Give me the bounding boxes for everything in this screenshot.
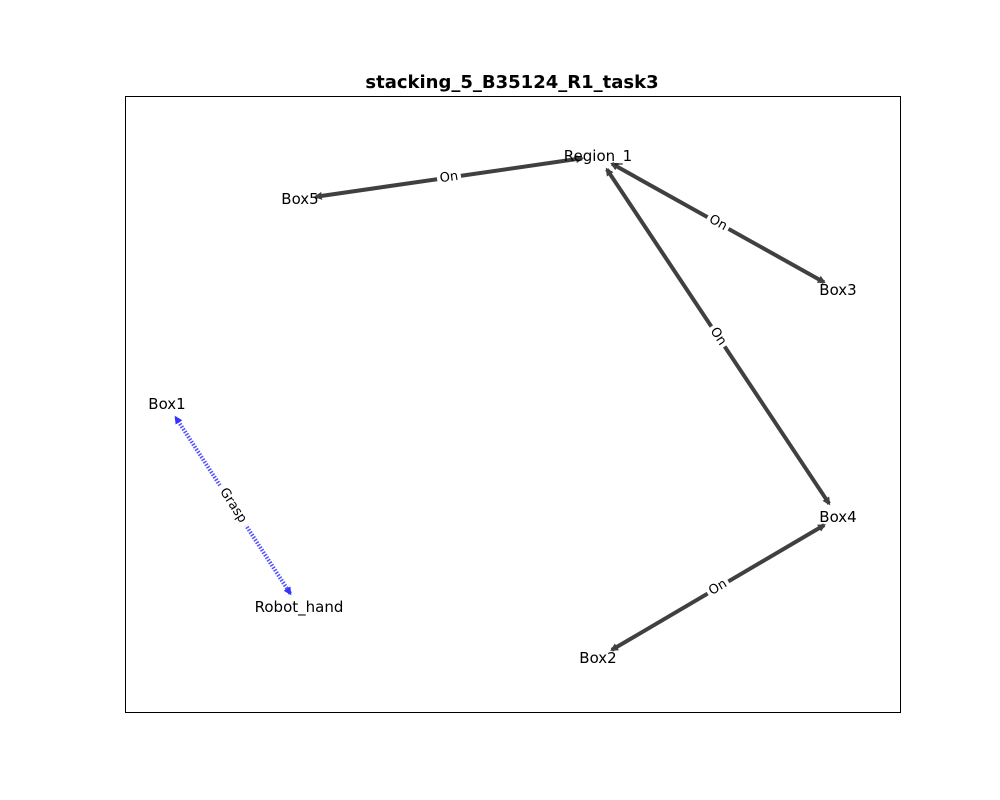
node-box2: Box2: [579, 649, 616, 667]
node-robot-hand: Robot_hand: [255, 598, 344, 617]
edge-label-background: [703, 321, 733, 352]
edge-box2-to-box4: On: [610, 523, 826, 652]
node-box5: Box5: [281, 190, 318, 208]
node-box3: Box3: [819, 281, 856, 299]
edge-label: On: [439, 169, 459, 186]
node-box1: Box1: [148, 395, 185, 413]
edge-label-background: [212, 480, 254, 531]
edge-label-group: Grasp: [212, 480, 254, 531]
edge-box5-to-region-1: On: [313, 155, 585, 200]
figure-title: stacking_5_B35124_R1_task3: [365, 72, 658, 93]
edge-label-group: On: [703, 209, 733, 237]
edge-label-group: On: [703, 573, 733, 602]
edge-label-group: On: [435, 166, 463, 189]
edge-box4-to-region-1: On: [605, 167, 831, 506]
edge-robot-hand-to-box1: Grasp: [174, 415, 292, 596]
edge-label-background: [703, 573, 733, 602]
edge-label-background: [435, 166, 463, 189]
edge-label-group: On: [703, 321, 733, 352]
plot-frame: [125, 96, 901, 713]
node-region-1: Region_1: [564, 147, 632, 166]
node-box4: Box4: [819, 508, 856, 526]
